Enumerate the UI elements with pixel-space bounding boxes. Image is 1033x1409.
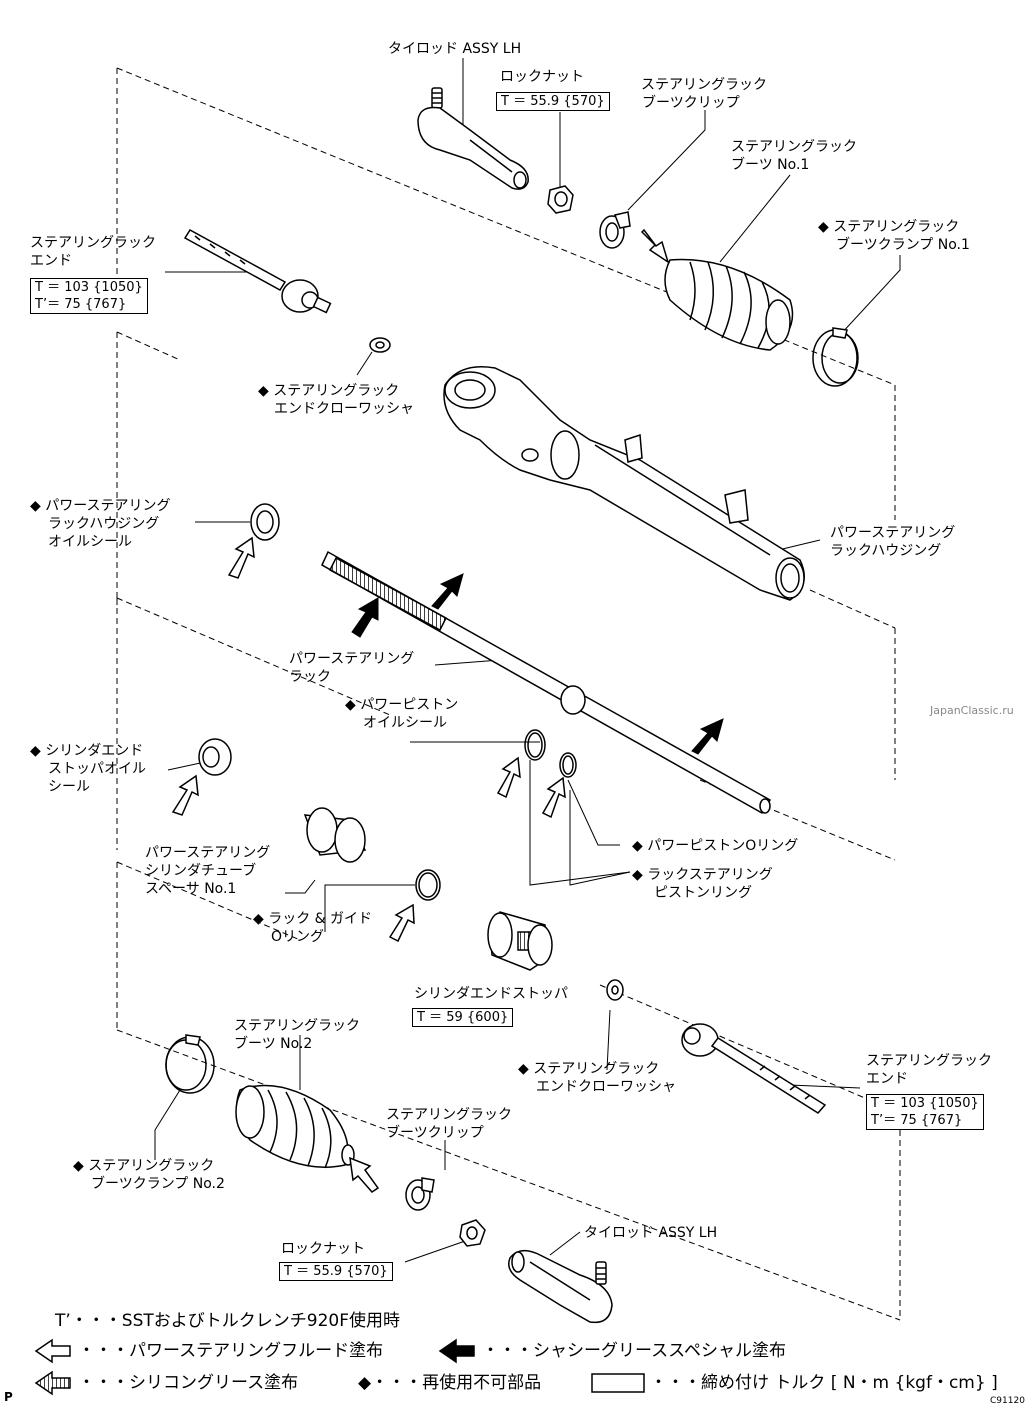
silicone-arrow-bottom [349,1156,380,1193]
label-tie-rod-bottom: タイロッド ASSY LH [584,1225,718,1241]
label-rack-end-top: ステアリングラックエンド [30,235,156,269]
cylinder-end-stopper-oil-seal [198,738,232,776]
guide-oring [415,869,441,901]
label-boot-clamp-no2: ◆ ステアリングラックブーツクランプ No.2 [73,1158,225,1192]
label-rack-end-bottom: ステアリングラックエンド [866,1053,992,1087]
rack-end-bottom [681,1023,827,1114]
housing-oil-seal [250,503,280,541]
chassis-grease-arrows [351,573,724,755]
claw-washer-top [369,337,391,353]
torque-box-rack-end-bottom: T ＝ 103 {1050}T’＝ 75 {767} [866,1094,984,1130]
label-boot-clip-bottom: ステアリングラックブーツクリップ [386,1107,512,1141]
legend-fluid: ・・・パワーステアリングフルード塗布 [78,1341,384,1361]
label-housing-oil-seal: ◆ パワーステアリングラックハウジングオイルシール [30,498,171,550]
torque-box-locknut-bottom: T ＝ 55.9 {570} [279,1262,393,1281]
label-boot-no2: ステアリングラックブーツ No.2 [234,1018,360,1052]
locknut-top [547,185,574,214]
legend-sst-note: T’・・・SSTおよびトルクレンチ920F使用時 [55,1311,400,1331]
legend-solid-arrow-icon [438,1338,475,1364]
legend-non-reusable: ◆・・・再使用不可部品 [358,1373,542,1393]
power-steering-rack [321,550,772,815]
cylinder-end-stopper [487,911,553,971]
boot-clamp-no1 [812,327,859,387]
tie-rod-bottom [508,1249,613,1324]
label-spacer: パワーステアリングシリンダチューブスペーサ No.1 [145,845,271,897]
locknut-bottom [459,1219,486,1247]
rack-end-top [183,229,332,314]
legend-hollow-arrow-icon [34,1338,71,1364]
torque-box-rack-end-top: T ＝ 103 {1050}T’＝ 75 {767} [30,278,148,314]
watermark: JapanClassic.ru [930,704,1014,717]
legend-silicone-grease: ・・・シリコングリース塗布 [78,1373,299,1393]
boot-clip-top [599,211,631,249]
label-rack: パワーステアリングラック [289,651,415,685]
fluid-arrows [171,536,566,943]
label-claw-washer-top: ◆ ステアリングラックエンドクローワッシャ [258,383,414,417]
claw-washer-bottom [606,979,624,1001]
label-claw-washer-bottom: ◆ ステアリングラックエンドクローワッシャ [518,1061,676,1095]
page-letter: P [4,1390,13,1404]
label-piston-oil-seal: ◆ パワーピストンオイルシール [345,697,459,731]
leader-lines [154,58,901,1263]
legend-torque: ・・・締め付け トルク [ N・m {kgf・cm} ] [650,1373,998,1393]
label-locknut-top: ロックナット [500,69,584,85]
label-boot-clamp-no1: ◆ ステアリングラックブーツクランプ No.1 [818,219,970,253]
legend-torque-box-icon [591,1373,645,1393]
cylinder-tube-spacer [303,807,367,863]
legend-hatched-arrow-icon [34,1370,71,1396]
label-piston-oring: ◆ パワーピストンOリング [632,838,799,854]
boot-clip-bottom [405,1177,435,1211]
figure-code: C91120 [990,1396,1025,1406]
label-boot-no1: ステアリングラックブーツ No.1 [731,139,857,173]
boot-no1 [664,258,794,351]
label-boot-clip-top: ステアリングラックブーツクリップ [641,77,767,111]
rack-housing [443,366,805,601]
label-tie-rod-top: タイロッド ASSY LH [388,41,522,57]
legend-symbols [34,1338,645,1396]
label-piston-ring: ◆ ラックステアリングピストンリング [632,867,773,901]
torque-box-cylinder-stopper: T ＝ 59 {600} [412,1008,514,1027]
boot-no2 [235,1084,355,1169]
torque-box-locknut-top: T ＝ 55.9 {570} [496,92,610,111]
label-locknut-bottom: ロックナット [281,1241,365,1257]
boot-clamp-no2 [165,1034,215,1094]
legend-chassis-grease: ・・・シャシーグリーススペシャル塗布 [482,1341,786,1361]
tie-rod-top [417,87,529,190]
label-rack-housing: パワーステアリングラックハウジング [830,525,956,559]
silicone-arrow-top [640,228,670,264]
piston-rings [524,729,577,778]
label-cylinder-stopper: シリンダエンドストッパ [414,986,568,1002]
label-cylinder-stopper-oil-seal: ◆ シリンダエンドストッパオイルシール [30,743,146,795]
